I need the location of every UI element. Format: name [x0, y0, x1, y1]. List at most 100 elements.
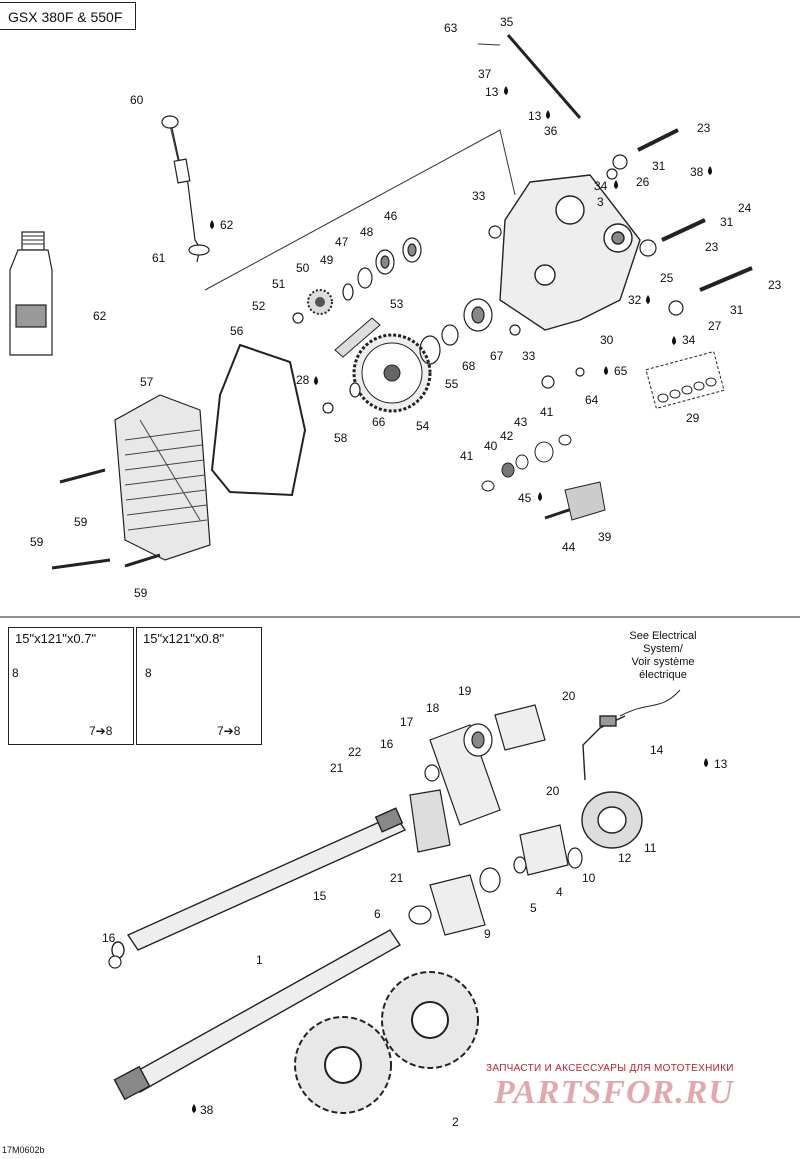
- track-variant-1-replacement: 7➔8: [89, 724, 113, 738]
- callout-10: 10: [582, 871, 596, 885]
- watermark-tagline: ЗАПЧАСТИ И АКСЕССУАРЫ ДЛЯ МОТОТЕХНИКИ: [486, 1063, 734, 1074]
- callout-23b: 23: [705, 240, 719, 254]
- callout-44: 44: [562, 540, 576, 554]
- callout-15: 15: [313, 889, 327, 903]
- tensioner-block-icon: [564, 481, 606, 521]
- callout-55: 55: [445, 377, 459, 391]
- callout-31: 31: [652, 159, 666, 173]
- callout-25: 25: [660, 271, 674, 285]
- callout-17: 17: [400, 715, 414, 729]
- reference-arrow: [619, 689, 681, 717]
- callout-23c: 23: [768, 278, 782, 292]
- track-variant-2-replacement: 7➔8: [217, 724, 241, 738]
- callout-40: 40: [484, 439, 498, 453]
- callout-16b: 16: [102, 931, 116, 945]
- callout-63: 63: [444, 21, 458, 35]
- callout-38: 38: [690, 165, 704, 179]
- callout-54: 54: [416, 419, 430, 433]
- speed-sensor-housing-icon: [581, 715, 643, 849]
- callout-2: 2: [452, 1115, 459, 1129]
- axle-icon: [113, 929, 402, 1101]
- callout-20b: 20: [546, 784, 560, 798]
- callout-21b: 21: [390, 871, 404, 885]
- callout-labels-bottom: 19 20 18 17 16 22 21 14 13 20 15 12 11 1…: [102, 684, 728, 1129]
- gasket-icon: [210, 343, 307, 497]
- chaincase-housing-icon: [499, 174, 641, 331]
- callout-68: 68: [462, 359, 476, 373]
- callout-59c: 59: [134, 586, 148, 600]
- callout-6: 6: [374, 907, 381, 921]
- bolts-icon: [51, 128, 753, 570]
- callout-1: 1: [256, 953, 263, 967]
- drawing-code: 17M0602b: [2, 1145, 45, 1155]
- callout-42: 42: [500, 429, 514, 443]
- washer-stack-icon: [481, 434, 572, 492]
- callout-57: 57: [140, 375, 154, 389]
- callout-32: 32: [628, 293, 642, 307]
- callout-46: 46: [384, 209, 398, 223]
- track-variant-2-label: 15"x121"x0.8": [143, 631, 225, 646]
- watermark-brand: PARTSFOR.RU: [494, 1074, 734, 1111]
- callout-4: 4: [556, 885, 563, 899]
- callout-27: 27: [708, 319, 722, 333]
- callout-48: 48: [360, 225, 374, 239]
- callout-11: 11: [644, 841, 657, 855]
- track-variant-1-part: 8: [12, 666, 19, 680]
- bearings-icon: [342, 237, 493, 398]
- callout-13: 13: [485, 85, 499, 99]
- callout-52: 52: [252, 299, 266, 313]
- callout-14: 14: [650, 743, 664, 757]
- leader-line: [477, 43, 501, 46]
- callout-24: 24: [738, 201, 752, 215]
- callout-34b: 34: [682, 333, 696, 347]
- oil-bottle-icon: [9, 231, 53, 356]
- callout-5: 5: [530, 901, 537, 915]
- callout-65: 65: [614, 364, 628, 378]
- callout-20: 20: [562, 689, 576, 703]
- callout-59: 59: [74, 515, 88, 529]
- track-variant-2: 15"x121"x0.8" 8 7➔8: [136, 627, 262, 745]
- callout-45: 45: [518, 491, 532, 505]
- callout-60: 60: [130, 93, 144, 107]
- large-sprocket-icon: [352, 333, 432, 413]
- bearing-plates-icon: [108, 704, 583, 969]
- small-sprocket-icon: [307, 289, 333, 315]
- track-variant-1: 15"x121"x0.7" 8 7➔8: [8, 627, 134, 745]
- callout-28: 28: [296, 373, 310, 387]
- callout-labels-top: 63 35 37 13 13 36 23 31 26 34 38 60 3 33…: [30, 15, 782, 600]
- drive-sprockets-icon: [294, 971, 479, 1114]
- callout-50: 50: [296, 261, 310, 275]
- callout-62b: 62: [93, 309, 107, 323]
- electrical-reference-note: See Electrical System/ Voir système élec…: [629, 630, 697, 681]
- callout-43: 43: [514, 415, 528, 429]
- chaincase-cover-icon: [114, 394, 211, 561]
- callout-56: 56: [230, 324, 244, 338]
- callout-33: 33: [472, 189, 486, 203]
- callout-33b: 33: [522, 349, 536, 363]
- dipstick-icon: [161, 115, 210, 263]
- track-variant-2-part: 8: [145, 666, 152, 680]
- leader-line: [204, 129, 516, 291]
- chain-icon: [334, 317, 381, 358]
- callout-19: 19: [458, 684, 472, 698]
- callout-53: 53: [390, 297, 404, 311]
- callout-3: 3: [597, 195, 604, 209]
- callout-16: 16: [380, 737, 394, 751]
- callout-30: 30: [600, 333, 614, 347]
- leader-line: [169, 124, 179, 161]
- lubricant-drop-icons: [192, 86, 712, 1113]
- callout-31b: 31: [720, 215, 734, 229]
- callout-21: 21: [330, 761, 344, 775]
- callout-49: 49: [320, 253, 334, 267]
- callout-66: 66: [372, 415, 386, 429]
- callout-22: 22: [348, 745, 362, 759]
- callout-58: 58: [334, 431, 348, 445]
- callout-64: 64: [585, 393, 599, 407]
- callout-59b: 59: [30, 535, 44, 549]
- callout-35: 35: [500, 15, 514, 29]
- callout-39: 39: [598, 530, 612, 544]
- callout-12: 12: [618, 851, 632, 865]
- callout-41b: 41: [460, 449, 474, 463]
- callout-38b: 38: [200, 1103, 214, 1117]
